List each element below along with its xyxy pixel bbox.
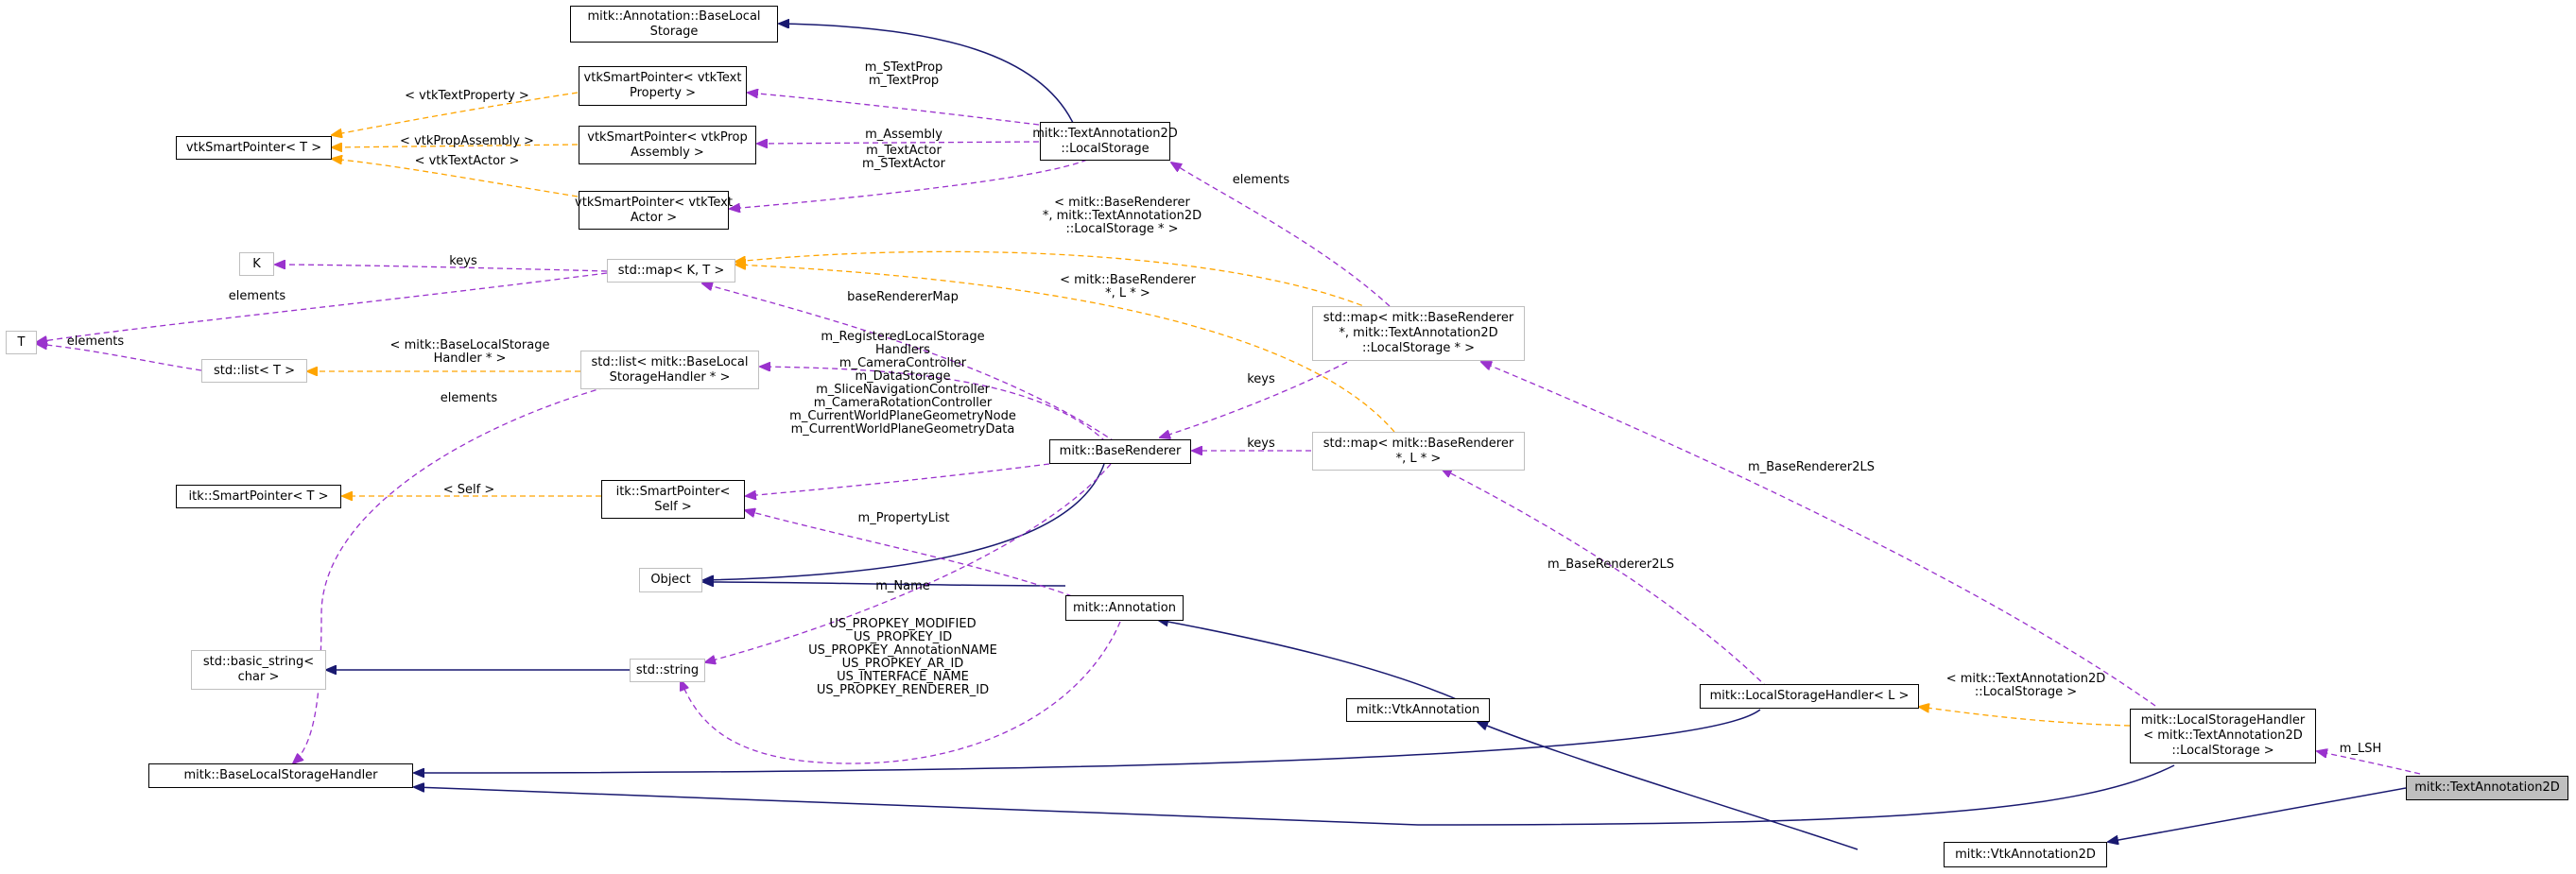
node-annotation-base-local-storage[interactable]: mitk::Annotation::BaseLocal Storage bbox=[570, 6, 778, 43]
node-local-storage-handler-l[interactable]: mitk::LocalStorageHandler< L > bbox=[1700, 684, 1919, 709]
edge-propassembly-template-of-vtksmartpointer bbox=[332, 145, 579, 147]
node-base-local-storage-handler[interactable]: mitk::BaseLocalStorageHandler bbox=[148, 763, 413, 788]
edge-lshtext-uses-maprenderer bbox=[1481, 362, 2156, 707]
edge-textactor-template-of-vtksmartpointer bbox=[332, 159, 579, 197]
edge-baserenderer-uses-listbaselocal bbox=[760, 367, 1107, 443]
label-map-renderer-l-tpl: < mitk::BaseRenderer*, L * > bbox=[1060, 273, 1196, 300]
label-keys-map-localstorage: keys bbox=[1247, 372, 1275, 386]
label-m-assembly: m_Assembly bbox=[865, 128, 942, 142]
node-itk-smart-pointer-self[interactable]: itk::SmartPointer< Self > bbox=[601, 480, 745, 519]
node-std-map-renderer-l[interactable]: std::map< mitk::BaseRenderer *, L * > bbox=[1312, 432, 1525, 471]
node-vtk-prop-assembly[interactable]: vtkSmartPointer< vtkProp Assembly > bbox=[579, 126, 756, 164]
label-elements-t-list: elements bbox=[67, 334, 125, 349]
edge-lshtext-inherits-baselocalstoragehandler bbox=[414, 764, 2175, 826]
label-elements-t-map: elements bbox=[229, 289, 286, 303]
edge-annotation-inherits-object bbox=[703, 582, 1066, 586]
node-vtk-annotation[interactable]: mitk::VtkAnnotation bbox=[1346, 698, 1490, 722]
node-vtk-annotation-2d[interactable]: mitk::VtkAnnotation2D bbox=[1944, 842, 2107, 867]
edge-mapkt-uses-k bbox=[275, 265, 608, 272]
edge-baserenderer-uses-mapkt bbox=[702, 283, 1116, 443]
edge-annotation-uses-string bbox=[681, 621, 1121, 764]
node-k[interactable]: K bbox=[239, 252, 274, 276]
node-std-list-t[interactable]: std::list< T > bbox=[201, 359, 307, 383]
node-local-storage-handler-text[interactable]: mitk::LocalStorageHandler < mitk::TextAn… bbox=[2130, 709, 2316, 763]
edge-baserenderer-inherits-object bbox=[703, 463, 1105, 580]
node-text-annotation-local-storage[interactable]: mitk::TextAnnotation2D ::LocalStorage bbox=[1032, 122, 1178, 161]
node-vtk-text-property[interactable]: vtkSmartPointer< vtkText Property > bbox=[579, 66, 747, 106]
edge-maprendererl-template-of-mapkt bbox=[735, 265, 1395, 433]
node-itk-smart-pointer-t[interactable]: itk::SmartPointer< T > bbox=[176, 485, 341, 508]
label-m-base-renderer-2ls-l: m_BaseRenderer2LS bbox=[1547, 557, 1674, 572]
label-base-renderer-map: baseRendererMap bbox=[847, 290, 959, 304]
edge-lshtext-template-of-lshl bbox=[1919, 707, 2131, 727]
edge-listt-uses-t bbox=[37, 344, 202, 371]
label-map-renderer-localstorage-tpl: < mitk::BaseRenderer*, mitk::TextAnnotat… bbox=[1043, 196, 1202, 236]
label-text-annotation-local-storage-tpl: < mitk::TextAnnotation2D::LocalStorage > bbox=[1946, 672, 2106, 699]
node-vtk-text-actor[interactable]: vtkSmartPointer< vtkText Actor > bbox=[575, 191, 733, 230]
node-vtk-smart-pointer-t[interactable]: vtkSmartPointer< T > bbox=[176, 136, 332, 160]
node-std-list-base-local[interactable]: std::list< mitk::BaseLocal StorageHandle… bbox=[580, 351, 759, 389]
node-std-map-k-t[interactable]: std::map< K, T > bbox=[607, 259, 735, 283]
edge-annotation-uses-itkself bbox=[745, 510, 1073, 597]
label-keys-map-l: keys bbox=[1247, 437, 1275, 451]
edge-maprenderer-template-of-mapkt bbox=[735, 250, 1372, 310]
label-m-property-list: m_PropertyList bbox=[858, 511, 950, 525]
label-self-tpl: < Self > bbox=[443, 483, 495, 497]
label-m-name: m_Name bbox=[875, 579, 930, 593]
node-std-map-renderer-localstorage[interactable]: std::map< mitk::BaseRenderer *, mitk::Te… bbox=[1312, 306, 1525, 361]
edge-localstorage-uses-textproperty bbox=[748, 93, 1040, 126]
node-object[interactable]: Object bbox=[639, 568, 702, 592]
edge-maprenderer-uses-baserenderer bbox=[1160, 343, 1381, 437]
edge-baserenderer-uses-string bbox=[705, 463, 1112, 662]
label-m-base-renderer-2ls-text: m_BaseRenderer2LS bbox=[1748, 460, 1875, 474]
label-vtk-text-actor-tpl: < vtkTextActor > bbox=[415, 154, 520, 168]
node-std-basic-string[interactable]: std::basic_string< char > bbox=[191, 650, 326, 690]
node-base-renderer[interactable]: mitk::BaseRenderer bbox=[1049, 439, 1191, 464]
edge-textproperty-template-of-vtksmartpointer bbox=[332, 92, 579, 135]
edge-localstorage-inherits-baselocalstorage bbox=[779, 24, 1074, 124]
label-elements-base-local: elements bbox=[441, 391, 498, 405]
edge-vtkannotation2d-inherits-vtkannotation bbox=[1478, 722, 1859, 850]
edge-vtkannotation-inherits-annotation bbox=[1158, 620, 1461, 702]
edge-baserenderer-uses-itkself bbox=[746, 463, 1050, 496]
label-vtk-text-property-tpl: < vtkTextProperty > bbox=[405, 89, 529, 103]
edge-mapkt-uses-t bbox=[37, 272, 608, 342]
node-std-string[interactable]: std::string bbox=[630, 659, 705, 682]
node-annotation[interactable]: mitk::Annotation bbox=[1065, 595, 1184, 621]
node-t[interactable]: T bbox=[6, 331, 37, 354]
node-text-annotation-2d[interactable]: mitk::TextAnnotation2D bbox=[2406, 776, 2568, 800]
edge-listbaselocal-uses-baselocalstoragehandler bbox=[293, 386, 606, 763]
edge-localstorage-uses-textactor bbox=[730, 159, 1088, 209]
edge-lshl-inherits-baselocalstoragehandler bbox=[414, 709, 1761, 773]
edge-lshl-uses-maprendererl bbox=[1442, 469, 1769, 689]
edge-textannotation2d-inherits-vtkannotation2d bbox=[2108, 787, 2407, 842]
edge-textannotation2d-uses-lshtext bbox=[2317, 751, 2421, 775]
label-keys-k: keys bbox=[449, 254, 477, 268]
label-m-lsh: m_LSH bbox=[2340, 742, 2381, 756]
label-elements-local-storage: elements bbox=[1233, 173, 1290, 187]
label-vtk-prop-assembly-tpl: < vtkPropAssembly > bbox=[400, 134, 534, 148]
